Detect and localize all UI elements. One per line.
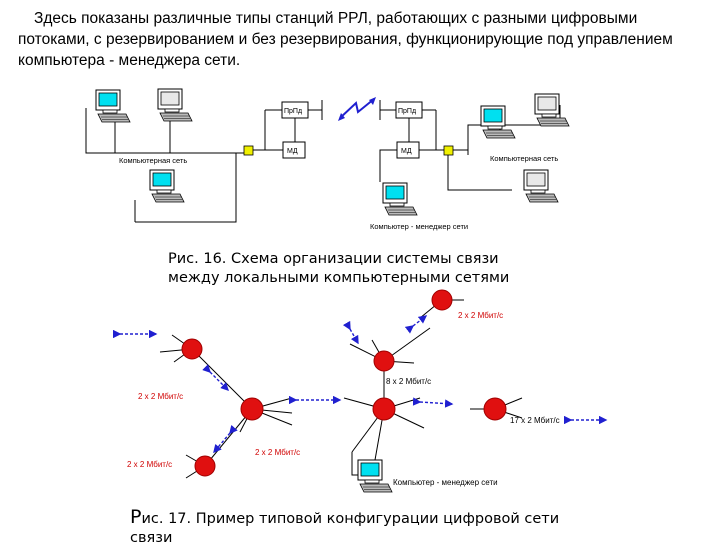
workstation-icon — [157, 88, 193, 122]
stream-label: 17 х 2 Мбит/с — [510, 416, 560, 425]
workstation-icon — [534, 93, 570, 127]
prpd-label: ПрПд — [398, 108, 416, 115]
left-network: Компьютерная сеть ПрПд МД — [85, 88, 323, 223]
figure-16: Компьютерная сеть ПрПд МД ПрПд М — [85, 88, 570, 231]
network-node — [373, 350, 395, 372]
caption-line: между локальными компьютерными сетями — [168, 270, 510, 286]
stream-label: 2 х 2 Мбит/с — [458, 311, 503, 320]
manager-label: Компьютер - менеджер сети — [370, 222, 468, 231]
intro-line-3: компьютера - менеджера сети. — [18, 52, 241, 69]
network-node — [372, 397, 396, 421]
network-nodes — [181, 289, 507, 477]
stream-label: 2 х 2 Мбит/с — [255, 448, 300, 457]
data-links — [113, 315, 608, 454]
stream-label: 2 х 2 Мбит/с — [138, 392, 183, 401]
stream-label: 2 х 2 Мбит/с — [127, 460, 172, 469]
figure-17-caption: Рис. 17. Пример типовой конфигурации циф… — [130, 508, 559, 548]
md-label: МД — [401, 148, 412, 155]
figure-17: 2 х 2 Мбит/с 8 х 2 Мбит/с 2 х 2 Мбит/с 2… — [113, 289, 608, 493]
radio-link-arrow — [338, 97, 376, 121]
workstation-icon — [480, 105, 516, 139]
interface-node — [243, 145, 254, 156]
workstation-icon — [523, 169, 559, 203]
intro-text: Здесь показаны различные типы станций РР… — [18, 8, 708, 71]
caption-initial: Р — [130, 506, 142, 528]
workstation-icon — [149, 169, 185, 203]
manager-computer-icon — [382, 182, 418, 216]
interface-node — [443, 145, 454, 156]
left-bus-line — [85, 108, 248, 154]
md-box — [282, 141, 306, 159]
manager-label: Компьютер - менеджер сети — [393, 478, 498, 487]
network-node — [194, 455, 216, 477]
stream-label: 8 х 2 Мбит/с — [386, 377, 431, 386]
network-node — [431, 289, 453, 311]
intro-line-1: Здесь показаны различные типы станций РР… — [34, 10, 638, 27]
network-node — [240, 397, 264, 421]
workstation-icon — [95, 89, 131, 123]
manager-computer-icon — [357, 459, 393, 493]
figure-16-caption: Рис. 16. Схема организации системы связи… — [168, 250, 509, 288]
prpd-label: ПрПд — [284, 108, 302, 115]
right-network: ПрПд МД Компьютерная сеть Компьютер - ме… — [370, 93, 570, 231]
network-node — [483, 397, 507, 421]
caption-line: Рис. 17. Пример типовой конфигурации циф… — [130, 506, 560, 528]
left-network-label: Компьютерная сеть — [119, 156, 187, 165]
intro-line-2: потоками, с резервированием и без резерв… — [18, 31, 673, 48]
network-node — [181, 338, 203, 360]
md-label: МД — [287, 148, 298, 155]
right-network-label: Компьютерная сеть — [490, 154, 558, 163]
caption-line: связи — [130, 530, 173, 546]
caption-line: Рис. 16. Схема организации системы связи — [168, 251, 499, 267]
